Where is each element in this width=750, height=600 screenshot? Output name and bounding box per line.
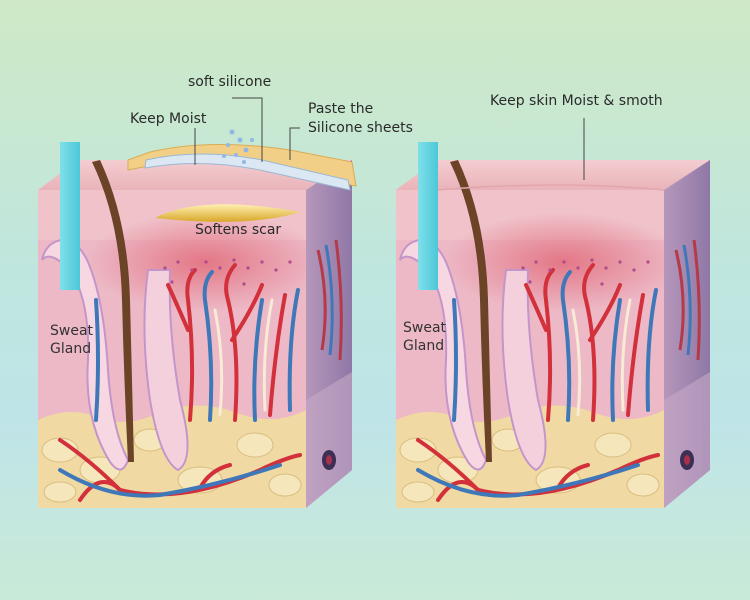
- soft-silicone-layer: [144, 153, 351, 191]
- softens-scar-label: Softens scar: [195, 222, 282, 238]
- right-gland-label-line2: Gland: [403, 338, 445, 354]
- paste-sheets-label-line1: Paste the: [308, 101, 374, 117]
- left-sweat-label-line1: Sweat: [50, 323, 94, 339]
- keep-smooth-label: Keep skin Moist & smoth: [490, 93, 663, 109]
- left-gland-label-line2: Gland: [50, 341, 92, 357]
- moisture-bubbles: [222, 129, 254, 164]
- smooth-surface: [437, 184, 665, 191]
- soft-silicone-label: soft silicone: [188, 74, 272, 90]
- paste-sheets-label-line2: Silicone sheets: [308, 120, 413, 136]
- scar: [155, 204, 300, 222]
- keep-moist-label: Keep Moist: [130, 111, 207, 127]
- right-skin-block: [394, 118, 712, 510]
- left-skin-block: [36, 97, 357, 510]
- right-sweat-label-line1: Sweat: [403, 320, 447, 336]
- soft-silicone-leader: [232, 97, 263, 162]
- paste-sheets-leader: [289, 127, 300, 160]
